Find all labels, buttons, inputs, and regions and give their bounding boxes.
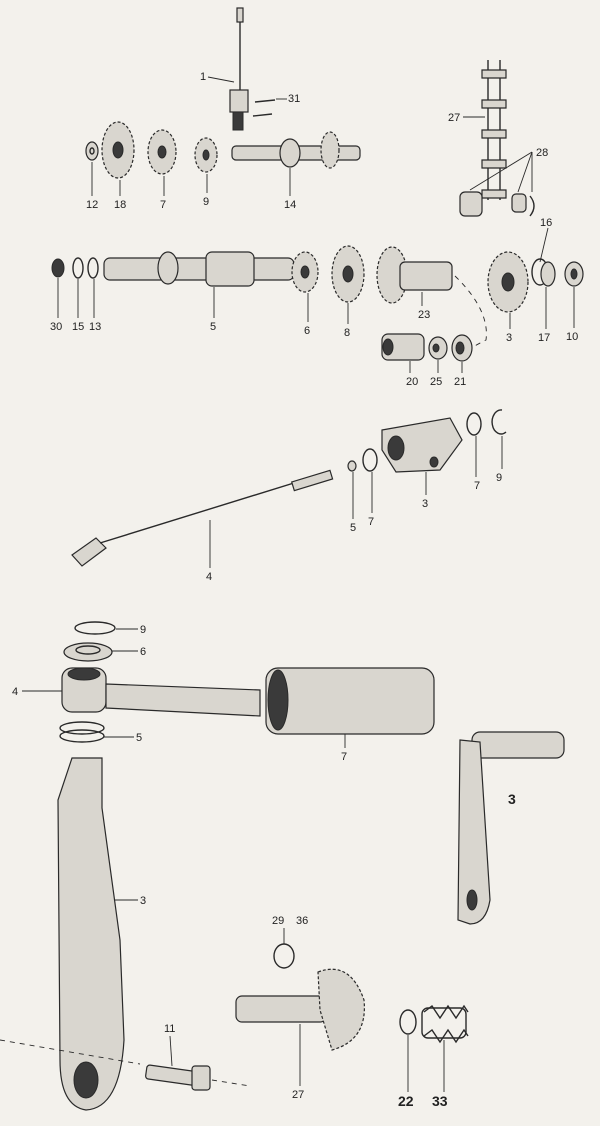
bush-part-20 bbox=[381, 333, 425, 361]
washer-part-6-lever bbox=[63, 642, 113, 662]
gear-selector-rod-part-1 bbox=[229, 7, 249, 131]
spring-part-5-lever bbox=[59, 721, 105, 743]
label-27: 27 bbox=[448, 112, 460, 124]
label-20: 20 bbox=[406, 376, 418, 388]
footrest-rubber-part-7 bbox=[265, 667, 435, 735]
label-7-left: 7 bbox=[368, 516, 374, 528]
label-15: 15 bbox=[72, 321, 84, 333]
gear-part-18 bbox=[101, 121, 135, 179]
bolt-part-11 bbox=[145, 1064, 211, 1091]
label-13: 13 bbox=[89, 321, 101, 333]
washer-part-13 bbox=[87, 257, 99, 279]
label-3-sprocket: 3 bbox=[506, 332, 512, 344]
label-3-housing: 3 bbox=[422, 498, 428, 510]
label-6-lever: 6 bbox=[140, 646, 146, 658]
label-23: 23 bbox=[418, 309, 430, 321]
label-31: 31 bbox=[288, 93, 300, 105]
washer-part-15 bbox=[72, 257, 84, 279]
label-6-mid: 6 bbox=[304, 325, 310, 337]
bush-part-21 bbox=[451, 334, 473, 362]
kickstart-lever-assembled-part-3 bbox=[457, 731, 565, 925]
label-10: 10 bbox=[566, 331, 578, 343]
kickstart-lever-part-3 bbox=[57, 757, 125, 1111]
label-36: 36 bbox=[296, 915, 308, 927]
layshaft-part-14 bbox=[231, 131, 361, 169]
mainshaft-part-5 bbox=[103, 251, 295, 287]
label-12: 12 bbox=[86, 199, 98, 211]
label-7-right: 7 bbox=[474, 480, 480, 492]
label-25: 25 bbox=[430, 376, 442, 388]
housing-part-3 bbox=[381, 417, 463, 473]
bush-part-29-36 bbox=[273, 943, 295, 969]
label-17: 17 bbox=[538, 332, 550, 344]
nut-part-30 bbox=[51, 258, 65, 278]
label-1: 1 bbox=[200, 71, 206, 83]
label-27-ratchet: 27 bbox=[292, 1089, 304, 1101]
chain-links-part-28 bbox=[459, 191, 535, 217]
gear-part-8 bbox=[331, 245, 365, 303]
label-3-assembled: 3 bbox=[508, 791, 516, 807]
gear-part-7 bbox=[147, 129, 177, 175]
pin-part-5 bbox=[347, 460, 357, 472]
label-7-top: 7 bbox=[160, 199, 166, 211]
label-18: 18 bbox=[114, 199, 126, 211]
nut-part-10 bbox=[564, 261, 584, 287]
label-11: 11 bbox=[164, 1023, 175, 1035]
label-7-rubber: 7 bbox=[341, 751, 347, 763]
label-5-spring: 5 bbox=[136, 732, 142, 744]
washer-part-7-left bbox=[362, 448, 378, 472]
label-9-circlip: 9 bbox=[496, 472, 502, 484]
gear-sleeve-part-23 bbox=[376, 246, 453, 304]
label-22: 22 bbox=[398, 1093, 414, 1109]
bush-part-25 bbox=[428, 336, 448, 360]
kickstart-shaft-part-4 bbox=[71, 469, 334, 567]
gear-part-6 bbox=[291, 251, 319, 293]
crank-arm-part-4 bbox=[61, 667, 261, 717]
label-33: 33 bbox=[432, 1093, 448, 1109]
label-3-lever: 3 bbox=[140, 895, 146, 907]
label-4-shaft: 4 bbox=[206, 571, 212, 583]
sprocket-part-3 bbox=[487, 251, 529, 313]
circlip-part-9-lever bbox=[74, 621, 116, 635]
ratchet-segment-part-27 bbox=[235, 968, 365, 1051]
screw-part-31 bbox=[252, 99, 276, 117]
label-30: 30 bbox=[50, 321, 62, 333]
label-29: 29 bbox=[272, 915, 284, 927]
circlip-part-9 bbox=[491, 409, 507, 435]
label-16: 16 bbox=[540, 217, 552, 229]
label-21: 21 bbox=[454, 376, 466, 388]
label-5-mainshaft: 5 bbox=[210, 321, 216, 333]
washer-part-12 bbox=[85, 141, 99, 161]
washer-part-22 bbox=[399, 1009, 417, 1035]
label-9-lever: 9 bbox=[140, 624, 146, 636]
drive-chain-part-27 bbox=[481, 60, 507, 200]
washer-part-17 bbox=[540, 261, 556, 287]
label-28: 28 bbox=[536, 147, 548, 159]
spring-part-33 bbox=[421, 1004, 469, 1044]
washer-part-7-right bbox=[466, 412, 482, 436]
label-9-top: 9 bbox=[203, 196, 209, 208]
label-14: 14 bbox=[284, 199, 296, 211]
gear-part-9 bbox=[194, 137, 218, 173]
label-8: 8 bbox=[344, 327, 350, 339]
label-5-pin: 5 bbox=[350, 522, 356, 534]
label-4-crank: 4 bbox=[12, 686, 18, 698]
